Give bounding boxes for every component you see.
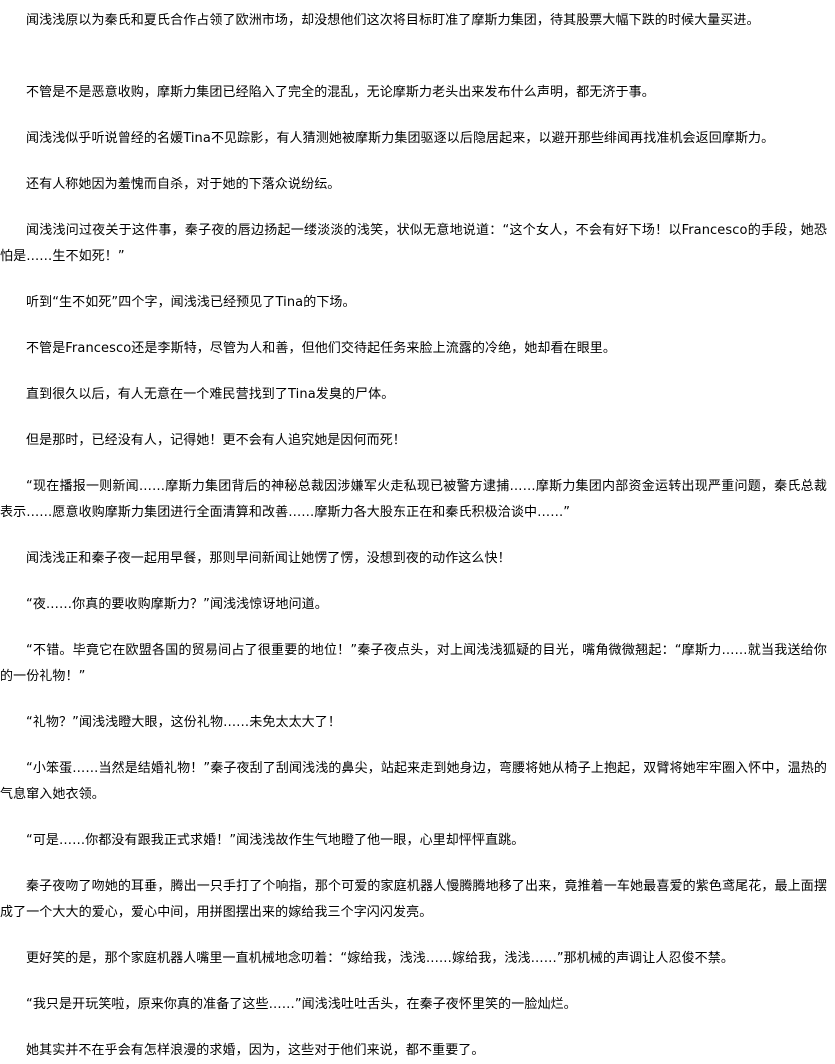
paragraph-18: 更好笑的是，那个家庭机器人嘴里一直机械地念叨着：“嫁给我，浅浅……嫁给我，浅浅……: [26, 951, 734, 966]
paragraph-14: “礼物？”闻浅浅瞪大眼，这份礼物……未免太太大了！: [26, 715, 341, 730]
paragraph-1: 闻浅浅原以为秦氏和夏氏合作占领了欧洲市场，却没想他们这次将目标盯准了摩斯力集团，…: [26, 13, 760, 28]
paragraph-7: 不管是Francesco还是李斯特，尽管为人和善，但他们交待起任务来脸上流露的冷…: [26, 341, 617, 356]
paragraph-8: 直到很久以后，有人无意在一个难民营找到了Tina发臭的尸体。: [26, 387, 395, 402]
paragraph-5: 闻浅浅问过夜关于这件事，秦子夜的唇边扬起一缕淡淡的浅笑，状似无意地说道：“这个女…: [0, 223, 827, 264]
paragraph-20: 她其实并不在乎会有怎样浪漫的求婚，因为，这些对于他们来说，都不重要了。: [26, 1043, 485, 1058]
paragraph-9: 但是那时，已经没有人，记得她！更不会有人追究她是因何而死！: [26, 433, 406, 448]
paragraph-11: 闻浅浅正和秦子夜一起用早餐，那则早间新闻让她愣了愣，没想到夜的动作这么快！: [26, 551, 511, 566]
paragraph-16: “可是……你都没有跟我正式求婚！”闻浅浅故作生气地瞪了他一眼，心里却怦怦直跳。: [26, 833, 525, 848]
paragraph-15: “小笨蛋……当然是结婚礼物！”秦子夜刮了刮闻浅浅的鼻尖，站起来走到她身边，弯腰将…: [0, 761, 827, 802]
paragraph-4: 还有人称她因为羞愧而自杀，对于她的下落众说纷纭。: [26, 177, 341, 192]
paragraph-19: “我只是开玩笑啦，原来你真的准备了这些……”闻浅浅吐吐舌头，在秦子夜怀里笑的一脸…: [26, 997, 577, 1012]
paragraph-17: 秦子夜吻了吻她的耳垂，腾出一只手打了个响指，那个可爱的家庭机器人慢腾腾地移了出来…: [0, 879, 827, 920]
paragraph-3: 闻浅浅似乎听说曾经的名媛Tina不见踪影，有人猜测她被摩斯力集团驱逐以后隐居起来…: [26, 131, 775, 146]
paragraph-6: 听到“生不如死”四个字，闻浅浅已经预见了Tina的下场。: [26, 295, 356, 310]
paragraph-13: “不错。毕竟它在欧盟各国的贸易间占了很重要的地位！”秦子夜点头，对上闻浅浅狐疑的…: [0, 643, 827, 684]
paragraph-2: 不管是不是恶意收购，摩斯力集团已经陷入了完全的混乱，无论摩斯力老头出来发布什么声…: [26, 85, 655, 100]
paragraph-12: “夜……你真的要收购摩斯力？”闻浅浅惊讶地问道。: [26, 597, 328, 612]
paragraph-10: “现在播报一则新闻……摩斯力集团背后的神秘总裁因涉嫌军火走私现已被警方逮捕……摩…: [0, 479, 827, 520]
document-page: 闻浅浅原以为秦氏和夏氏合作占领了欧洲市场，却没想他们这次将目标盯准了摩斯力集团，…: [0, 13, 827, 1058]
